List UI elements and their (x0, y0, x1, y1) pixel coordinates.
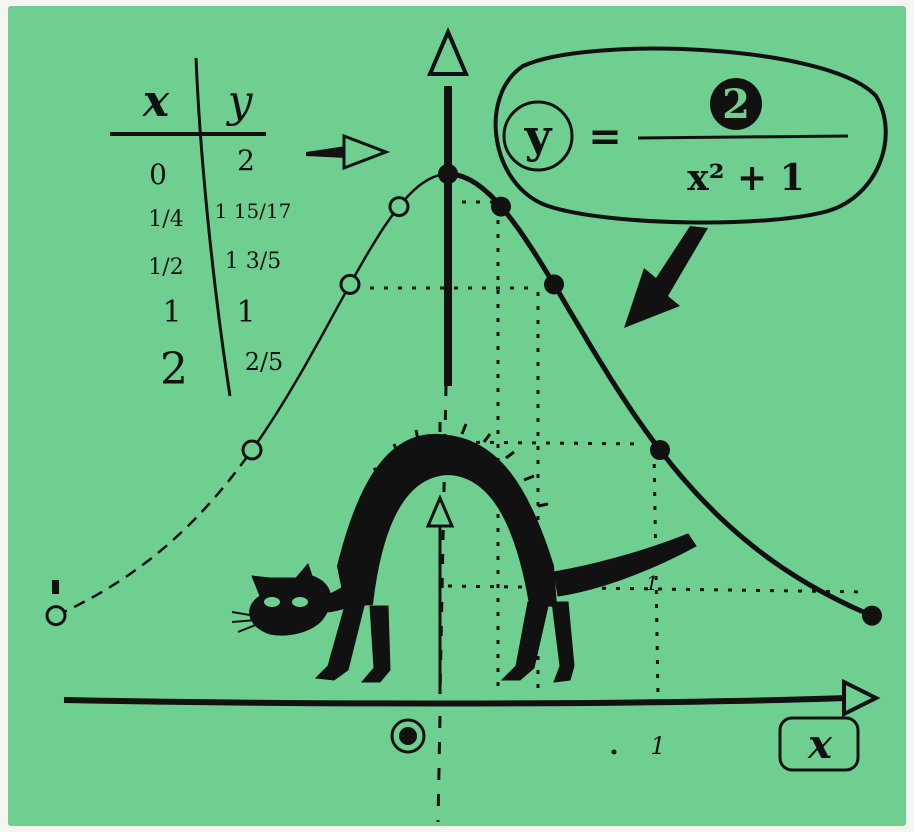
value-table: x y 0 2 1/4 1 15/17 1/2 1 3/5 1 1 2 2/5 (110, 57, 292, 397)
table-y-value: 2 (237, 144, 255, 177)
curve-point-open (388, 196, 410, 218)
table-x-value: 2 (160, 344, 188, 395)
x-axis (63, 695, 849, 707)
x-axis-arrowhead (842, 678, 881, 718)
formula-equals: = (588, 113, 622, 160)
table-y-value: 1 15/17 (215, 199, 292, 223)
table-header-y: y (226, 76, 254, 127)
origin-marker (390, 718, 426, 754)
curve-point-filled (650, 440, 670, 460)
curve-point-open (339, 273, 361, 295)
curve-point-open (241, 439, 263, 461)
x-tick-one: 1 (650, 732, 665, 760)
table-header-x: x (142, 76, 170, 127)
left-end-marker (52, 580, 59, 594)
table-x-value: 0 (149, 158, 167, 191)
cat-icon (231, 422, 697, 683)
curve-point-filled (862, 605, 882, 626)
arrow-down-left-icon (624, 226, 708, 328)
x-axis-label: x (807, 721, 833, 768)
curve-point-open (45, 605, 67, 627)
points-layer (45, 164, 882, 627)
chalkboard: x y 0 2 1/4 1 15/17 1/2 1 3/5 1 1 2 2/5 … (8, 6, 906, 826)
curve-left-tail (55, 449, 254, 617)
tick-dot (611, 749, 617, 755)
formula-lhs-circle (502, 100, 574, 172)
formula-denominator: x² + 1 (687, 157, 805, 199)
table-y-value: 2/5 (245, 348, 284, 376)
curve-point-filled (438, 164, 458, 184)
table-divider (194, 57, 232, 397)
graph-canvas: x y 0 2 1/4 1 15/17 1/2 1 3/5 1 1 2 2/5 … (45, 26, 888, 823)
table-x-value: 1/2 (148, 255, 183, 280)
formula-lhs: y (524, 109, 553, 163)
numerator-disc (710, 78, 762, 130)
y-axis-arrowhead (426, 26, 470, 76)
fraction-bar (637, 134, 849, 140)
table-x-value: 1 (162, 295, 181, 330)
x-label-box (778, 716, 860, 772)
table-x-value: 1/4 (148, 207, 183, 232)
curve-point-filled (544, 274, 564, 295)
formula-bubble: y = 2 x² + 1 (493, 46, 888, 225)
formula-numerator: 2 (722, 81, 750, 128)
curve-point-filled (491, 196, 511, 217)
table-y-value: 1 3/5 (225, 249, 281, 274)
table-y-value: 1 (236, 295, 255, 330)
inner-arrowhead (425, 494, 455, 528)
arrow-right-icon (306, 133, 391, 171)
